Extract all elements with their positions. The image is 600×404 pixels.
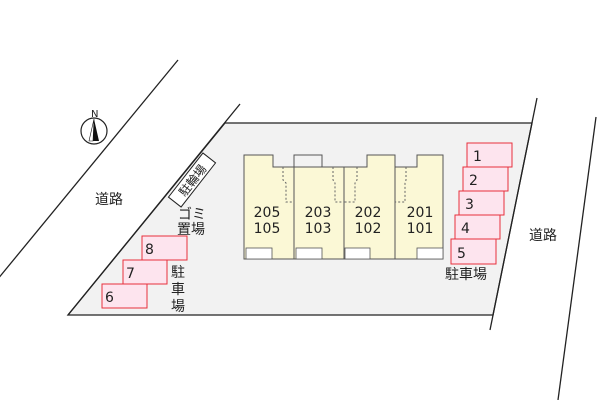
parking-left-label-1: 駐 — [171, 265, 185, 281]
parking-space-5 — [450, 238, 497, 265]
road-edge-right-inner — [489, 97, 538, 331]
parking-right-label: 駐車場 — [445, 266, 487, 283]
parking-left-label-2: 車 — [171, 281, 185, 298]
unit-lower-103: 103 — [305, 221, 332, 237]
north-compass-icon: N — [80, 109, 108, 145]
unit-lower-101: 101 — [407, 221, 434, 237]
parking-right — [450, 142, 513, 265]
parking-number-5: 5 — [457, 246, 466, 262]
parking-number-7: 7 — [126, 266, 135, 282]
parking-number-1: 1 — [473, 149, 482, 165]
parking-space-7 — [122, 259, 168, 285]
parking-number-3: 3 — [465, 197, 474, 213]
parking-left-label-3: 場 — [171, 299, 185, 315]
road-edge-left-outer — [0, 59, 179, 278]
garbage-area-label-1: ゴミ — [178, 206, 206, 223]
parking-number-2: 2 — [469, 173, 478, 189]
garbage-area-label-2: 置場 — [177, 222, 205, 238]
road-label-right: 道路 — [529, 228, 557, 244]
parking-space-3 — [458, 190, 505, 216]
compass-north-label: N — [91, 109, 98, 120]
apartment-building — [243, 154, 444, 260]
road-label-left: 道路 — [95, 192, 123, 208]
road-edge-right-outer — [557, 116, 597, 401]
parking-number-4: 4 — [461, 221, 470, 237]
parking-space-1 — [466, 142, 513, 168]
unit-upper-202: 202 — [355, 205, 382, 221]
parking-number-6: 6 — [105, 290, 114, 306]
road-edge-left-inner — [67, 103, 241, 316]
parking-space-6 — [101, 283, 148, 309]
parking-left — [101, 235, 188, 309]
parking-space-2 — [462, 166, 509, 192]
unit-lower-102: 102 — [355, 221, 382, 237]
unit-upper-205: 205 — [254, 205, 281, 221]
unit-upper-203: 203 — [305, 205, 332, 221]
unit-upper-201: 201 — [407, 205, 434, 221]
parking-number-8: 8 — [145, 242, 154, 258]
parking-space-8 — [141, 235, 188, 261]
unit-lower-105: 105 — [254, 221, 281, 237]
